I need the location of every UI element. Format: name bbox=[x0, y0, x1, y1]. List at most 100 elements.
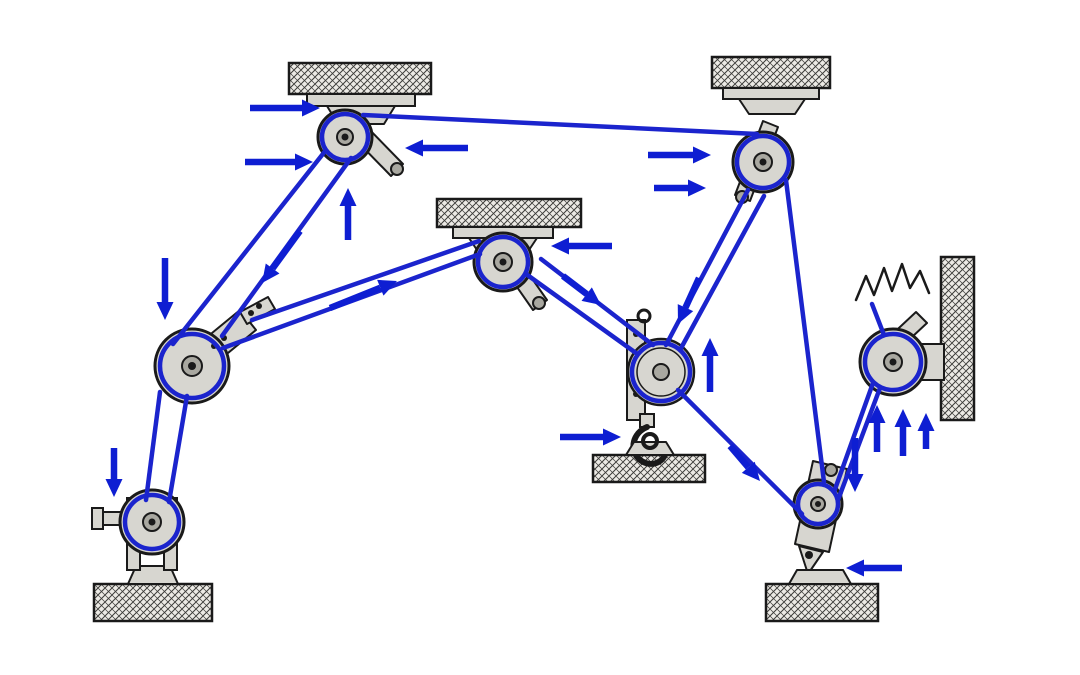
floor-block-right bbox=[764, 582, 880, 623]
tl-mount-plate bbox=[306, 93, 416, 107]
br-anchor bbox=[798, 545, 824, 575]
arrow-along-topright-centerbottom-shaft bbox=[682, 276, 702, 309]
rope-ring-center bbox=[475, 234, 531, 290]
cb-hub bbox=[652, 363, 670, 381]
cb-sheave-groove bbox=[636, 347, 686, 397]
arrow-right-into-hook-head bbox=[603, 428, 621, 446]
wall-block-right bbox=[939, 255, 976, 422]
ceiling-block-left bbox=[287, 61, 433, 96]
arrow-along-topleft-leftblock-shaft bbox=[269, 229, 303, 271]
floor-block-left bbox=[92, 582, 214, 623]
arrow-left-into-topleft bbox=[405, 139, 468, 157]
bl-axle bbox=[148, 518, 156, 526]
arrow-right-into-topleft-lower-head bbox=[295, 153, 313, 171]
arrow-up-below-wall-1-head bbox=[868, 405, 886, 423]
arrow-right-into-topright-upper-head bbox=[693, 146, 711, 164]
arrow-down-above-leftblock-head bbox=[156, 302, 174, 320]
rope-ring-wall-right bbox=[862, 331, 924, 393]
rope-bottomright-wall-right bbox=[835, 385, 883, 503]
rope-ring-left-block bbox=[157, 331, 227, 401]
rope-bottomright-wall-left bbox=[831, 380, 876, 495]
lm-axle bbox=[188, 362, 196, 370]
arrow-left-into-bottomright-head bbox=[846, 559, 864, 577]
lm-top-fitting bbox=[239, 296, 276, 325]
rope-ring-top-right bbox=[734, 133, 792, 191]
arrow-down-left-of-bottomleft bbox=[105, 448, 123, 497]
arrow-up-below-wall-2 bbox=[894, 409, 912, 456]
arrow-right-into-topleft-upper-head bbox=[302, 99, 320, 117]
arrow-right-into-topright-upper bbox=[648, 146, 711, 164]
arrow-up-below-topleft bbox=[339, 188, 357, 240]
tl-axle bbox=[341, 133, 349, 141]
rope-top-span bbox=[360, 112, 760, 137]
arrow-left-into-bottomright bbox=[846, 559, 902, 577]
arrow-up-right-of-centerbottom bbox=[701, 338, 719, 392]
arrow-right-into-topright-lower bbox=[654, 179, 706, 197]
rope-leftblock-bottomleft-right bbox=[166, 393, 190, 505]
br-axle bbox=[815, 501, 821, 507]
c-axle bbox=[499, 258, 507, 266]
arrow-along-center-centerbottom-shaft bbox=[561, 273, 589, 297]
c-bracket-bolt bbox=[532, 296, 546, 310]
arrow-down-above-leftblock bbox=[156, 258, 174, 320]
tl-bracket-bolt bbox=[390, 162, 404, 176]
arrow-left-into-topleft-head bbox=[405, 139, 423, 157]
br-anchor-bolt bbox=[805, 551, 813, 559]
rope-topleft-leftblock-left bbox=[170, 147, 329, 347]
arrow-up-right-of-centerbottom-head bbox=[701, 338, 719, 356]
arrow-along-centerbottom-bottomright-head bbox=[741, 461, 760, 481]
tr-mount-plate bbox=[722, 87, 820, 100]
arrow-along-centerbottom-bottomright bbox=[727, 443, 760, 481]
tr-axle bbox=[759, 158, 767, 166]
arrow-down-left-of-wall-pulley bbox=[846, 438, 864, 492]
floor-block-center bbox=[591, 453, 707, 484]
rope-centerbottom-bottomright bbox=[675, 387, 805, 517]
bl-axle-head bbox=[91, 507, 104, 530]
arrow-along-topleft-leftblock bbox=[262, 229, 303, 283]
rope-topright-centerbottom-right bbox=[677, 193, 767, 353]
wr-axle bbox=[889, 358, 897, 366]
arrow-right-into-topleft-lower bbox=[245, 153, 313, 171]
arrow-along-topleft-leftblock-head bbox=[262, 263, 280, 283]
arrow-along-leftblock-center-shaft bbox=[328, 284, 382, 312]
br-pedestal bbox=[788, 569, 852, 585]
ceiling-block-right bbox=[710, 55, 832, 90]
lm-fitting-bolt-1 bbox=[248, 310, 254, 316]
arrow-up-below-wall-3 bbox=[917, 413, 935, 449]
arrow-down-left-of-wall-pulley-head bbox=[846, 474, 864, 492]
arrow-left-into-center bbox=[551, 237, 612, 255]
arrow-along-topright-centerbottom-head bbox=[677, 304, 694, 324]
arrow-up-below-wall-2-head bbox=[894, 409, 912, 427]
arrow-up-below-topleft-head bbox=[339, 188, 357, 206]
arrow-along-center-centerbottom-head bbox=[581, 287, 601, 305]
arrow-left-into-center-head bbox=[551, 237, 569, 255]
rope-leftblock-bottomleft-left bbox=[143, 389, 163, 503]
rope-ring-bottom-left bbox=[122, 492, 182, 552]
arrow-along-centerbottom-bottomright-shaft bbox=[727, 443, 751, 470]
rope-wall-top bbox=[869, 301, 887, 338]
rope-center-centerbottom-lower bbox=[523, 271, 639, 356]
cb-hook bbox=[630, 424, 669, 467]
rope-ring-bottom-right bbox=[795, 481, 841, 527]
wr-sketch-marks bbox=[854, 262, 931, 302]
tr-mount-column bbox=[738, 98, 806, 115]
arrow-up-below-wall-1 bbox=[868, 405, 886, 452]
lm-fitting-bolt-2 bbox=[256, 303, 262, 309]
cb-top-eye bbox=[636, 308, 652, 324]
arrow-along-leftblock-center bbox=[328, 279, 397, 312]
arrow-along-topright-centerbottom bbox=[677, 276, 702, 324]
arrow-right-into-topleft-upper bbox=[250, 99, 320, 117]
rope-ring-top-left bbox=[319, 111, 371, 163]
arrow-down-left-of-bottomleft-head bbox=[105, 479, 123, 497]
rope-ring-center-bottom bbox=[629, 340, 693, 404]
cb-anchor-eye bbox=[641, 432, 659, 450]
ceiling-block-center bbox=[435, 197, 583, 229]
rope-topright-bottomright bbox=[783, 177, 827, 485]
rope-leftblock-center-upper bbox=[249, 238, 482, 323]
arrow-right-into-topright-lower-head bbox=[688, 179, 706, 197]
arrow-up-below-wall-3-head bbox=[917, 413, 935, 431]
arrow-right-into-hook bbox=[560, 428, 621, 446]
arrow-along-center-centerbottom bbox=[561, 273, 601, 305]
